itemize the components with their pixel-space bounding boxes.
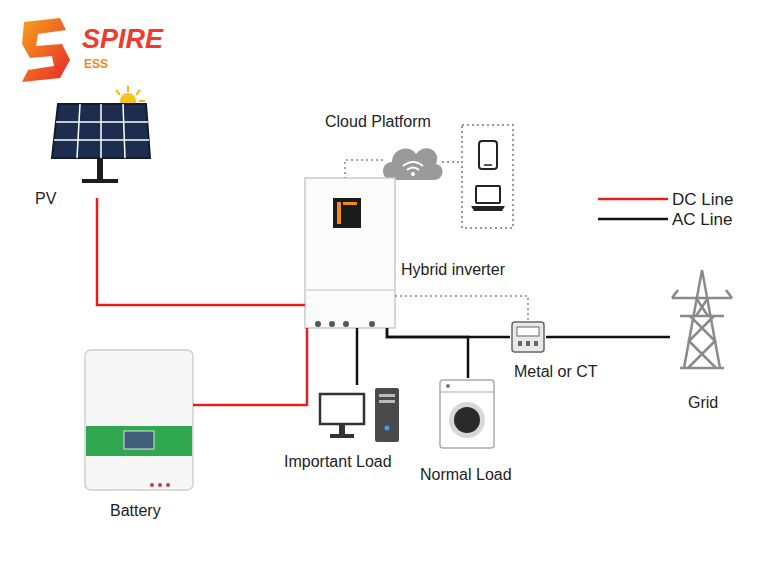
logo-text: SPIRE <box>82 24 163 55</box>
meter-node: Metal or CT <box>510 320 546 354</box>
node-label: Battery <box>110 502 161 520</box>
connector-line <box>546 336 670 339</box>
node-label: Grid <box>688 394 718 412</box>
connector <box>546 337 670 338</box>
node-label: Hybrid inverter <box>401 261 505 279</box>
cloud-icon <box>383 148 443 180</box>
node-label: Important Load <box>284 453 392 471</box>
connector <box>345 160 383 178</box>
inverter-node: Hybrid inverter <box>305 178 395 328</box>
connector-line <box>193 328 307 405</box>
connector-line <box>395 296 528 320</box>
legend-text: AC Line <box>672 210 732 230</box>
node-label: PV <box>35 190 56 208</box>
battery-icon <box>85 350 193 490</box>
pv-node: PV <box>50 90 150 184</box>
important-load-node: Important Load <box>318 385 401 443</box>
connector <box>193 328 307 405</box>
node-label: Metal or CT <box>514 363 598 381</box>
legend-sample-dc <box>598 198 668 201</box>
connector <box>387 328 510 337</box>
connector-line <box>387 328 468 378</box>
connector <box>97 198 305 305</box>
node-label: Normal Load <box>420 466 512 484</box>
connector-line <box>387 328 510 337</box>
hybrid-inverter-body <box>305 178 395 328</box>
connector <box>395 296 528 320</box>
legend-text: DC Line <box>672 190 733 210</box>
meter-icon <box>512 322 544 352</box>
grid-node: Grid <box>662 268 742 372</box>
washing-machine-icon <box>440 380 494 448</box>
important-load-icon <box>320 388 399 442</box>
connector-line <box>345 160 383 178</box>
grid-tower-icon <box>672 270 732 368</box>
connector-line <box>97 198 305 305</box>
connector-line <box>356 328 359 385</box>
cloud-node: Cloud Platform <box>383 140 442 182</box>
normal-load-node: Normal Load <box>438 378 496 450</box>
battery-node: Battery <box>85 348 193 492</box>
logo-subtext: ESS <box>84 58 108 72</box>
legend-sample-ac <box>598 218 668 221</box>
devices-group <box>442 125 513 228</box>
connector <box>357 328 358 385</box>
logo-mark <box>22 18 70 82</box>
connector <box>387 328 468 378</box>
pv-panel <box>52 86 150 183</box>
node-label: Cloud Platform <box>325 113 431 131</box>
